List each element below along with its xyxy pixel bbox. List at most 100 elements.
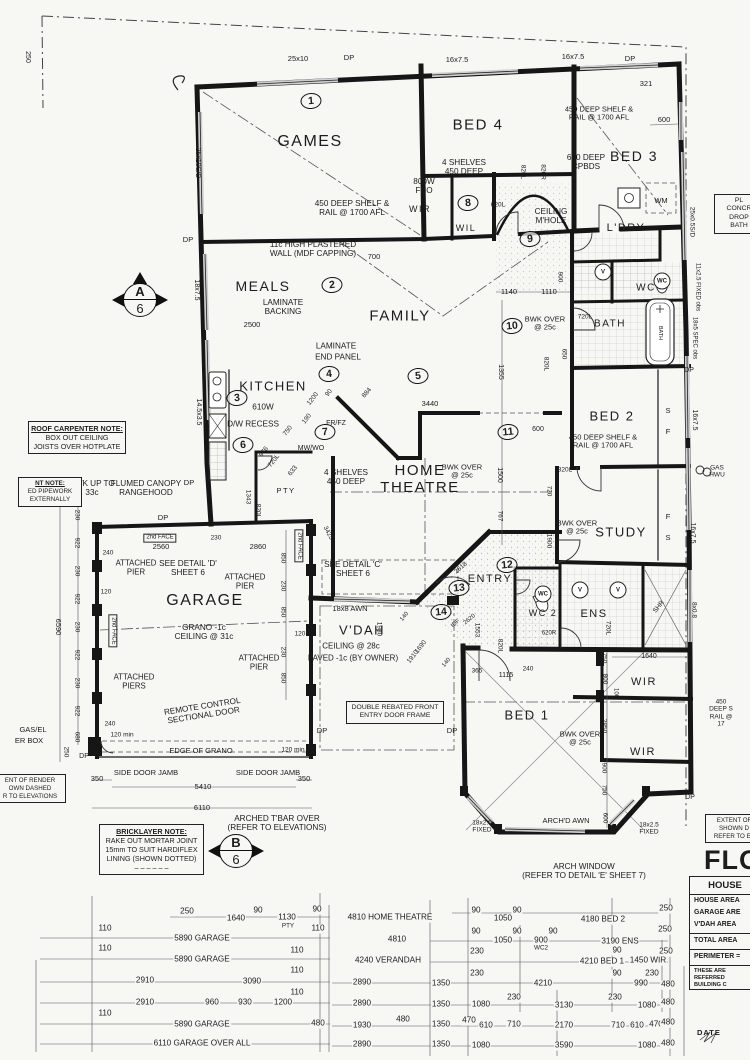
- dimension-label: 990: [633, 978, 649, 989]
- plan-annotation: 230: [73, 565, 81, 577]
- plan-annotation: LAMINATE BACKING: [262, 297, 304, 316]
- dimension-label: 480: [310, 1018, 326, 1029]
- door-arcs: [100, 204, 625, 754]
- plan-annotation: 884: [360, 386, 374, 400]
- plan-annotation: 2560: [152, 541, 170, 551]
- dimension-label: 90: [511, 905, 523, 916]
- note-line: – – – – – –: [134, 863, 169, 872]
- plan-annotation: 633: [286, 464, 299, 478]
- dimension-label: 2910: [134, 975, 156, 986]
- room-label: BED 3: [610, 148, 658, 165]
- dimension-label: 3130: [553, 1000, 575, 1011]
- marker-wing-icon: [112, 293, 125, 307]
- dimension-label: 1450 WIR: [628, 955, 668, 966]
- plan-annotation: DP: [343, 52, 355, 62]
- plan-annotation: 600: [601, 812, 609, 824]
- plan-annotation: 120 min: [281, 746, 305, 754]
- dimension-label: 90: [470, 905, 482, 916]
- dimension-label: 230: [607, 992, 623, 1003]
- dimension-label: 5890 GARAGE: [173, 1019, 231, 1030]
- dimension-label: 4180 BED 2: [579, 914, 627, 925]
- area-row: V'DAH AREA: [694, 921, 737, 928]
- arch-wall: [495, 194, 571, 236]
- plan-annotation: EDGE OF GRANO: [169, 745, 233, 755]
- plan-annotation: 4 SHELVES 450 DEEP: [442, 157, 486, 176]
- note-line: REFER TO EL: [713, 832, 750, 840]
- plan-annotation: 250: [23, 51, 31, 63]
- room-label: GARAGE: [166, 592, 244, 610]
- plan-annotation: 750: [600, 652, 608, 664]
- dimension-label: 5890 GARAGE: [173, 954, 231, 965]
- dimension-label: 480: [660, 1038, 676, 1049]
- dimension-label: 1200: [272, 997, 294, 1008]
- fixture-symbol-v: V: [609, 581, 627, 599]
- plan-annotation: CEILING @ 28c: [322, 641, 380, 651]
- dimension-label: 250: [179, 906, 195, 917]
- dimension-label: 1350: [430, 978, 452, 989]
- plan-annotation: 820L: [542, 356, 550, 372]
- dimension-label: 2910: [134, 997, 156, 1008]
- fine-print: REFERRED: [694, 975, 725, 981]
- plan-annotation: 16x7.5: [445, 54, 469, 64]
- note-line: RAKE OUT MORTAR JOINT: [105, 836, 198, 845]
- dimension-label: 90: [311, 904, 323, 915]
- plan-annotation: ATTACHED PIERS: [113, 672, 155, 690]
- plan-annotation: 5410: [194, 781, 212, 791]
- dimension-label: 1080: [636, 1040, 658, 1051]
- plan-annotation: DP: [157, 512, 169, 522]
- plan-annotation: 600: [657, 114, 671, 124]
- plan-annotation: 767: [496, 510, 504, 522]
- plan-annotation: MW/WO: [297, 445, 325, 453]
- marker-triangle-icon: [133, 272, 147, 284]
- plan-annotation: PAVED -1c (BY OWNER): [307, 653, 399, 663]
- circled-number-8: 8: [456, 194, 480, 212]
- plan-annotation: 16x7.5: [561, 51, 585, 61]
- dimension-label: 1080: [636, 1000, 658, 1011]
- plan-annotation: F: [665, 511, 671, 521]
- marker-wing-icon: [155, 293, 168, 307]
- plan-annotation: 25x0.5S/D: [688, 206, 696, 238]
- note-line: BRICKLAYER NOTE:: [116, 827, 187, 836]
- room-label: ENTRY: [467, 572, 513, 585]
- plan-annotation: CEILING M'HOLE: [534, 206, 568, 225]
- plan-annotation: 680: [73, 731, 81, 743]
- plan-annotation: 1640: [641, 653, 657, 661]
- plan-annotation: 1110: [541, 286, 557, 296]
- plan-annotation: S: [665, 405, 671, 415]
- plan-annotation: 720L: [604, 620, 612, 636]
- dimension-label: 1050: [492, 935, 514, 946]
- plan-annotation: F: [665, 426, 671, 436]
- plan-annotation: DP: [446, 725, 458, 735]
- room-label: WIR: [631, 675, 657, 688]
- dimension-label: 1930: [351, 1020, 373, 1031]
- windows: [197, 62, 693, 834]
- dimension-label: 230: [469, 968, 485, 979]
- dimension-label: 470: [461, 1015, 477, 1026]
- note-line: LINING (SHOWN DOTTED): [106, 854, 197, 863]
- room-label: BED 1: [504, 707, 550, 723]
- dimension-label: 90: [611, 945, 623, 956]
- note-line: EXTERNALLY: [29, 495, 71, 503]
- plan-annotation: 450 DEEP SHELF & RAIL @ 1700 AFL: [314, 198, 390, 217]
- room-label: WC 2: [528, 607, 558, 618]
- dimension-label: 610: [629, 1020, 645, 1031]
- plan-annotation: 976: [257, 445, 270, 459]
- note-line: EXTENT OF: [716, 817, 750, 824]
- plan-annotation: 1200: [305, 391, 321, 407]
- room-label: ENS: [580, 607, 608, 620]
- plan-annotation: 120: [100, 588, 112, 596]
- circled-number-10: 10: [500, 317, 524, 335]
- bed1-ceiling-lines: [465, 651, 645, 831]
- plan-annotation: DP: [624, 53, 636, 63]
- plan-annotation: 1500: [495, 467, 503, 483]
- circled-number-1: 1: [299, 92, 323, 110]
- room-label: WC: [636, 282, 656, 294]
- plan-annotation: 620R: [541, 630, 557, 637]
- plan-annotation: 820R: [539, 164, 547, 180]
- dimension-label: WC2: [533, 944, 549, 953]
- dimension-label: 110: [97, 943, 113, 954]
